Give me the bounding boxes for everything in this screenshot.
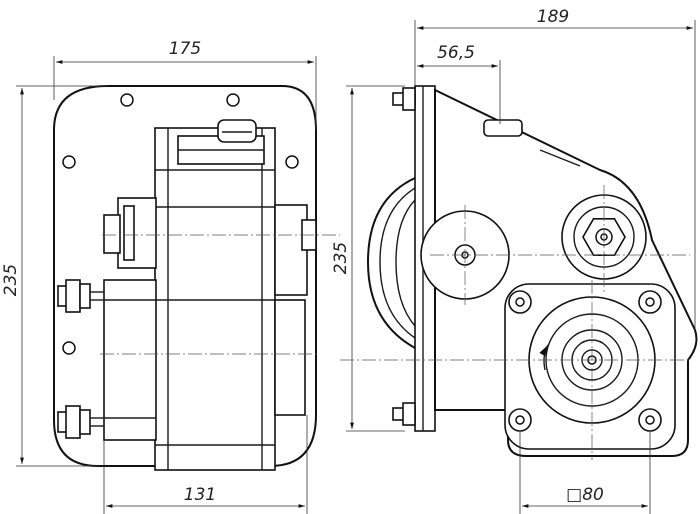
dim-side-height: 235 bbox=[331, 85, 405, 432]
dim-label-235-right: 235 bbox=[331, 242, 351, 274]
mount-hole bbox=[120, 93, 134, 107]
stud-nut-upper bbox=[57, 279, 104, 313]
dim-flange-square: □80 bbox=[519, 432, 651, 514]
dim-label-175: 175 bbox=[169, 39, 201, 59]
dim-label-131: 131 bbox=[184, 485, 216, 505]
dim-side-offset: 56,5 bbox=[417, 43, 501, 124]
mount-hole bbox=[226, 93, 240, 107]
stud-nut-lower bbox=[57, 405, 104, 439]
side-housing-outline bbox=[434, 88, 698, 457]
dim-label-56-5: 56,5 bbox=[437, 43, 475, 63]
mount-hole bbox=[285, 155, 299, 169]
dim-side-width: 189 bbox=[414, 7, 696, 330]
dim-label-235-left: 235 bbox=[1, 264, 21, 296]
mount-hole bbox=[62, 341, 76, 355]
side-view bbox=[340, 85, 698, 460]
dim-front-height: 235 bbox=[1, 85, 108, 467]
rotation-arrow bbox=[539, 344, 549, 371]
dim-label-189: 189 bbox=[537, 7, 569, 27]
dim-label-square-80: □80 bbox=[566, 485, 604, 505]
front-view bbox=[53, 85, 340, 471]
mount-hole bbox=[62, 155, 76, 169]
oil-plug bbox=[217, 119, 257, 143]
gear-body bbox=[154, 127, 276, 471]
dim-front-width: 175 bbox=[53, 39, 317, 130]
pulley-arc bbox=[366, 177, 416, 349]
dim-front-bottom-width: 131 bbox=[103, 415, 308, 514]
